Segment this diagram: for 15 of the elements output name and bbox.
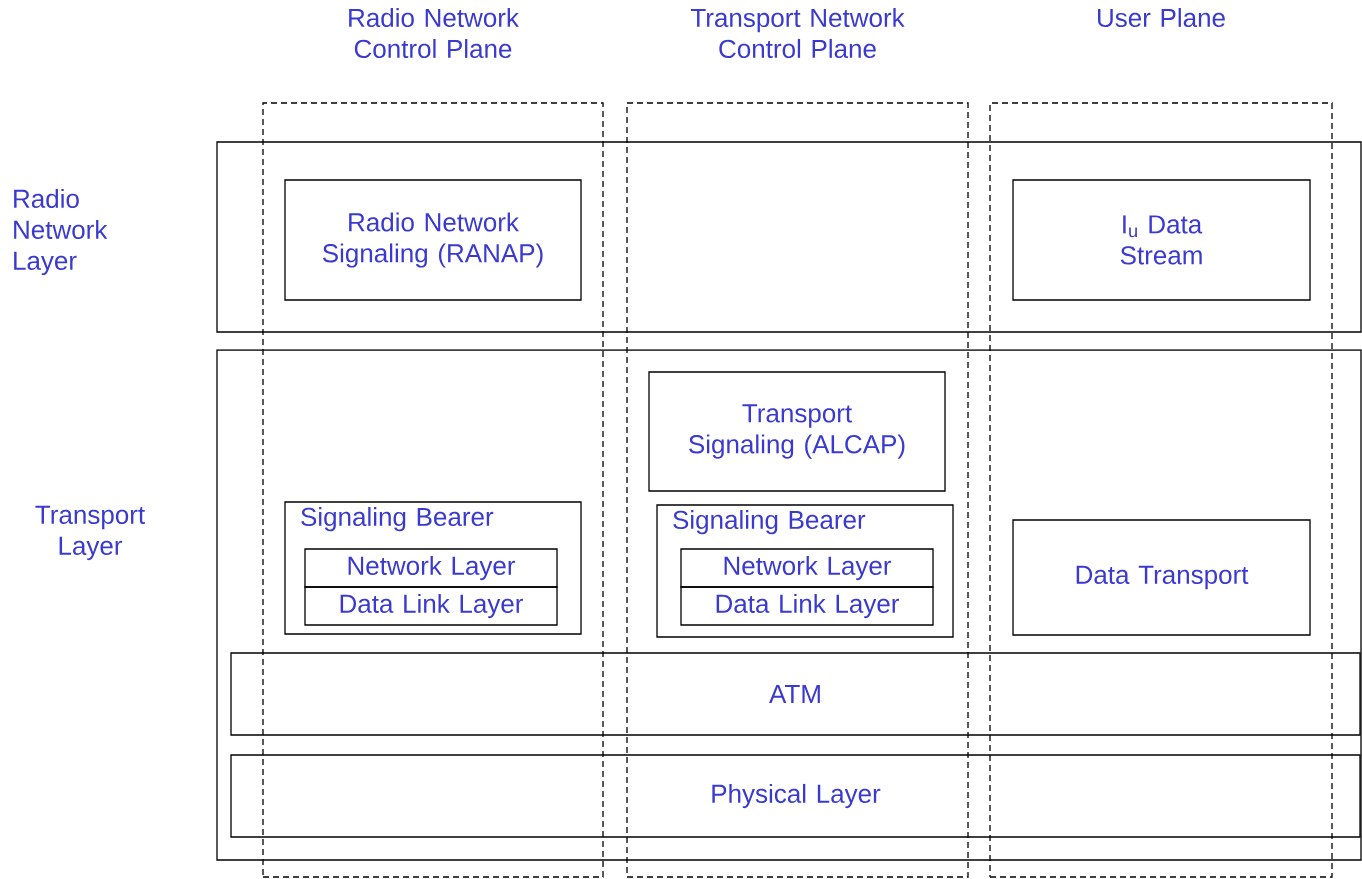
node-label: Radio Network Layer [14,188,108,276]
process-box: I$_{u}$ Data Stream [1012,179,1311,301]
protocol-box: Network Layer [304,548,558,588]
node-label: Transport Layer [35,505,145,561]
protocol-box: Data Link Layer [304,586,558,626]
process-box: Transport Signaling (ALCAP) [648,371,946,492]
node-label: Radio Network Control Plane [349,8,519,59]
protocol-box: Data Link Layer [680,586,934,626]
process-box: Data Transport [1012,519,1311,636]
layer-bar: Physical Layer [230,754,1361,838]
node-label: Transport Network Control Plane [690,8,905,59]
node-label: User Plane [1097,8,1225,28]
process-box: Radio Network Signaling (RANAP) [284,179,582,301]
layer-bar: ATM [230,652,1361,736]
protocol-box: Network Layer [680,548,934,588]
